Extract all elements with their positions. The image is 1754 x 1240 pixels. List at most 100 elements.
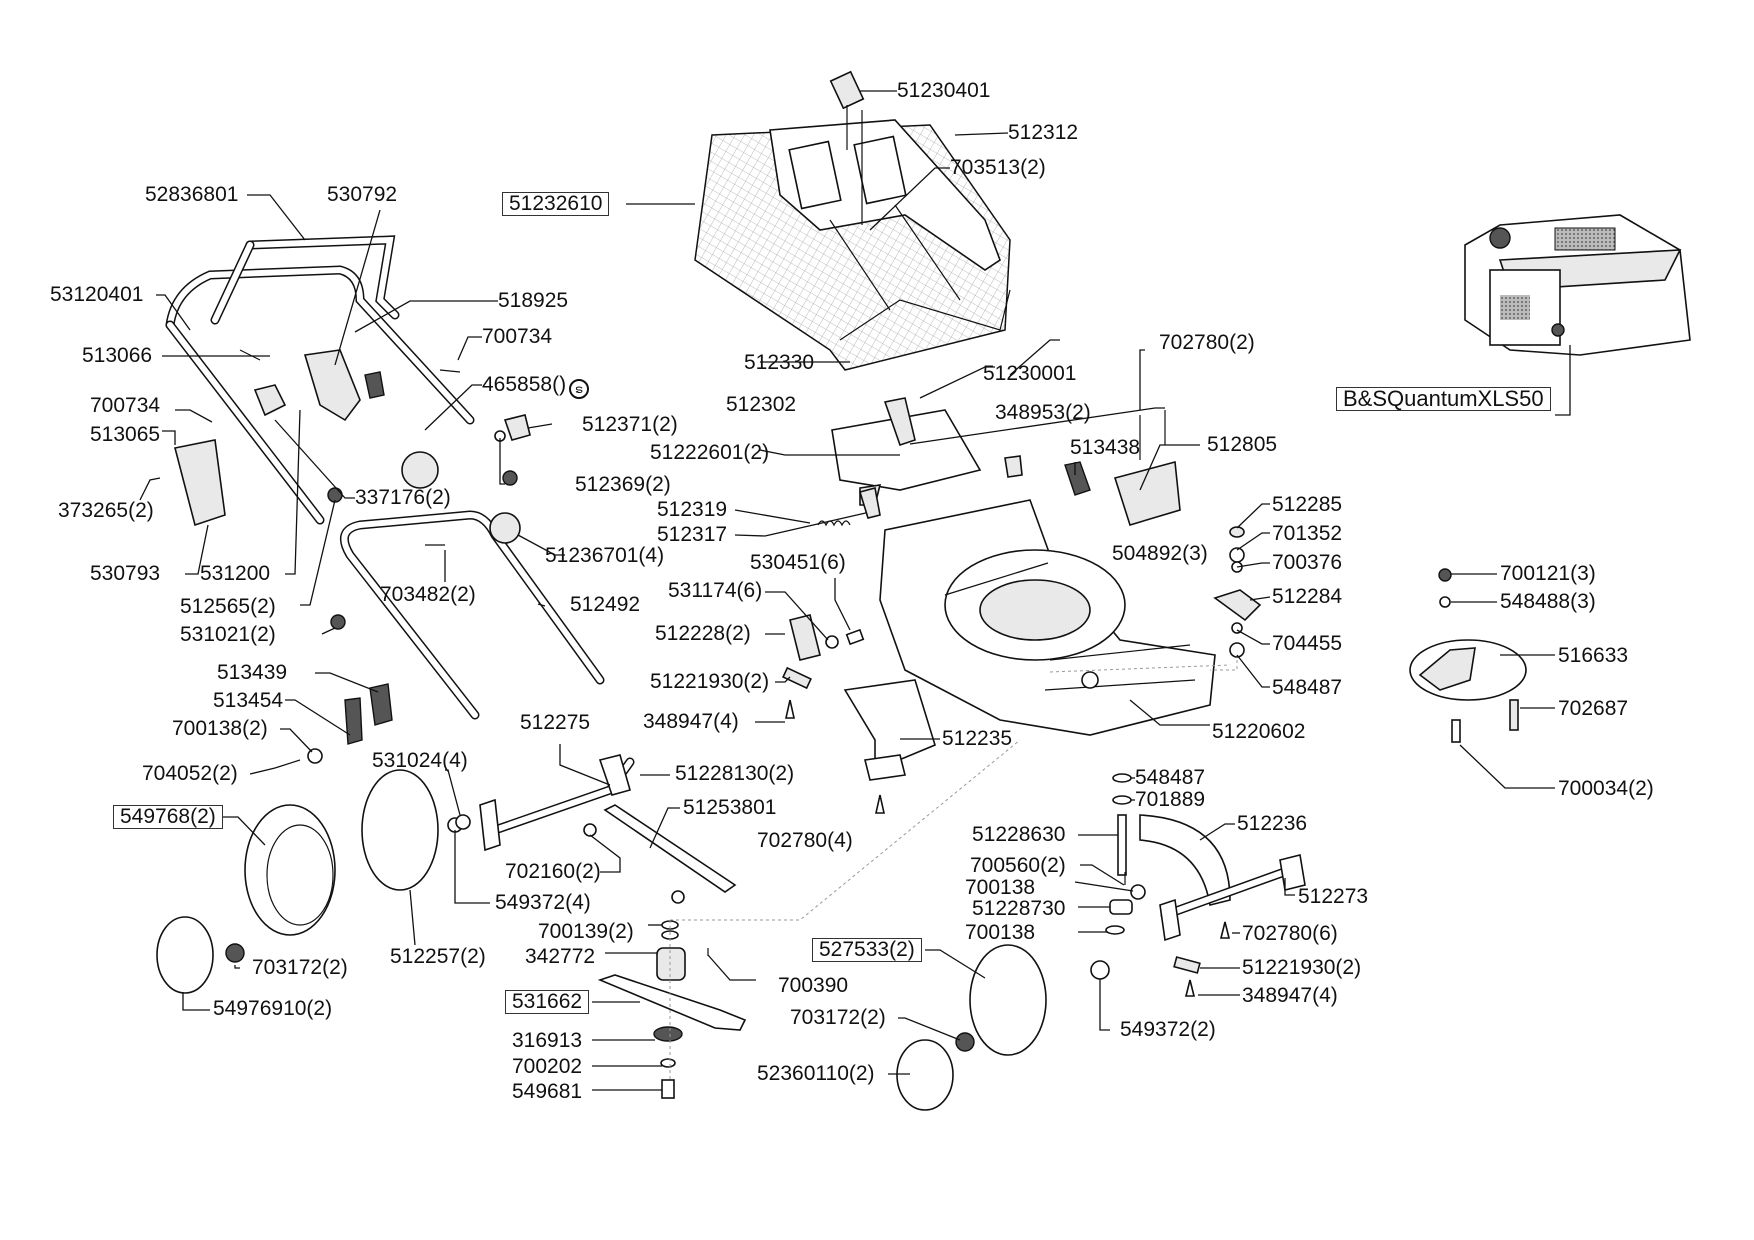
label-704455: 704455: [1272, 632, 1343, 655]
left-adjust-parts: [782, 614, 936, 772]
label-51222601: 51222601(2): [650, 441, 770, 464]
label-348947-left: 348947(4): [643, 710, 739, 733]
front-axle-assembly: [864, 754, 1306, 1111]
label-512369: 512369(2): [575, 473, 671, 496]
label-512236: 512236: [1237, 812, 1308, 835]
label-702780-low: 702780(6): [1242, 922, 1338, 945]
label-51230401: 51230401: [897, 79, 991, 102]
label-512317: 512317: [657, 523, 728, 546]
label-702687: 702687: [1558, 697, 1629, 720]
label-348947-right: 348947(4): [1242, 984, 1338, 1007]
label-701352: 701352: [1272, 522, 1343, 545]
label-700734-upper: 700734: [482, 325, 553, 348]
label-531021: 531021(2): [180, 623, 276, 646]
lower-handle: [330, 510, 605, 720]
label-701889: 701889: [1135, 788, 1206, 811]
label-513438: 513438: [1070, 436, 1141, 459]
label-702780-top: 702780(2): [1159, 331, 1255, 354]
label-516633: 516633: [1558, 644, 1629, 667]
label-51228130: 51228130(2): [675, 762, 795, 785]
label-527533: 527533(2): [812, 938, 922, 962]
label-549681: 549681: [512, 1080, 583, 1103]
label-512312: 512312: [1008, 121, 1079, 144]
label-700376: 700376: [1272, 551, 1343, 574]
label-513439: 513439: [217, 661, 288, 684]
label-531174: 531174(6): [668, 579, 763, 602]
label-702780-mid: 702780(4): [757, 829, 853, 852]
label-512330: 512330: [744, 351, 815, 374]
label-548487-lower: 548487: [1135, 766, 1206, 789]
label-512805: 512805: [1207, 433, 1278, 456]
label-531662: 531662: [505, 990, 590, 1014]
height-knob-assembly: [1210, 526, 1262, 671]
label-700139: 700139(2): [538, 920, 634, 943]
label-548488: 548488(3): [1500, 590, 1596, 613]
spring-rod: [764, 487, 881, 537]
label-512565: 512565(2): [180, 595, 276, 618]
upper-handle: [165, 235, 531, 527]
label-700121: 700121(3): [1500, 562, 1596, 585]
label-342772: 342772: [525, 945, 596, 968]
rear-flap: [831, 397, 1181, 526]
label-513066: 513066: [82, 344, 153, 367]
label-348953: 348953(2): [995, 401, 1091, 424]
label-512284: 512284: [1272, 585, 1343, 608]
label-512275: 512275: [520, 711, 591, 734]
label-512319: 512319: [657, 498, 728, 521]
spring-symbol-icon: ຣ: [569, 379, 590, 399]
label-54976910: 54976910(2): [213, 997, 333, 1020]
label-703513: 703513(2): [950, 156, 1046, 179]
label-465858: 465858()ຣ: [482, 373, 590, 399]
label-51236701: 51236701(4): [545, 544, 665, 567]
label-51230001: 51230001: [983, 362, 1077, 385]
label-702160: 702160(2): [505, 860, 601, 883]
label-513454: 513454: [213, 689, 284, 712]
label-337176: 337176(2): [355, 486, 451, 509]
label-52836801: 52836801: [145, 183, 239, 206]
label-531024: 531024(4): [372, 749, 468, 772]
label-518925: 518925: [498, 289, 569, 312]
label-512257: 512257(2): [390, 945, 486, 968]
label-700138-low: 700138: [965, 921, 1036, 944]
label-51221930-right: 51221930(2): [1242, 956, 1362, 979]
label-530792: 530792: [327, 183, 398, 206]
label-51220602: 51220602: [1212, 720, 1306, 743]
label-51221930-left: 51221930(2): [650, 670, 770, 693]
label-465858-text: 465858(): [482, 373, 567, 396]
label-512302: 512302: [726, 393, 797, 416]
label-549768: 549768(2): [113, 805, 223, 829]
label-51228730: 51228730: [972, 897, 1066, 920]
engine-illustration: [1464, 214, 1691, 356]
label-512273: 512273: [1298, 885, 1369, 908]
label-373265: 373265(2): [58, 499, 154, 522]
label-513065: 513065: [90, 423, 161, 446]
label-700202: 700202: [512, 1055, 583, 1078]
label-700734-lower: 700734: [90, 394, 161, 417]
label-549372-left: 549372(4): [495, 891, 591, 914]
label-548487-deck: 548487: [1272, 676, 1343, 699]
label-316913: 316913: [512, 1029, 583, 1052]
label-549372-right: 549372(2): [1120, 1018, 1216, 1041]
label-512228: 512228(2): [655, 622, 751, 645]
label-700034: 700034(2): [1558, 777, 1654, 800]
label-51253801: 51253801: [683, 796, 777, 819]
label-51228630: 51228630: [972, 823, 1066, 846]
label-703482: 703482(2): [380, 583, 476, 606]
grass-catcher: [694, 70, 1011, 371]
label-700390: 700390: [778, 974, 849, 997]
label-53120401: 53120401: [50, 283, 144, 306]
label-531200: 531200: [200, 562, 271, 585]
label-51232610: 51232610: [502, 192, 610, 216]
engine-label: B&SQuantumXLS50: [1336, 387, 1551, 411]
label-530793: 530793: [90, 562, 161, 585]
label-700560: 700560(2): [970, 854, 1066, 877]
label-700138-left: 700138(2): [172, 717, 268, 740]
label-512285: 512285: [1272, 493, 1343, 516]
label-512492: 512492: [570, 593, 641, 616]
mulch-plate: [1409, 568, 1527, 743]
label-703172-right: 703172(2): [790, 1006, 886, 1029]
rear-axle-assembly: [156, 683, 737, 994]
label-704052: 704052(2): [142, 762, 238, 785]
label-700138-mid: 700138: [965, 876, 1036, 899]
